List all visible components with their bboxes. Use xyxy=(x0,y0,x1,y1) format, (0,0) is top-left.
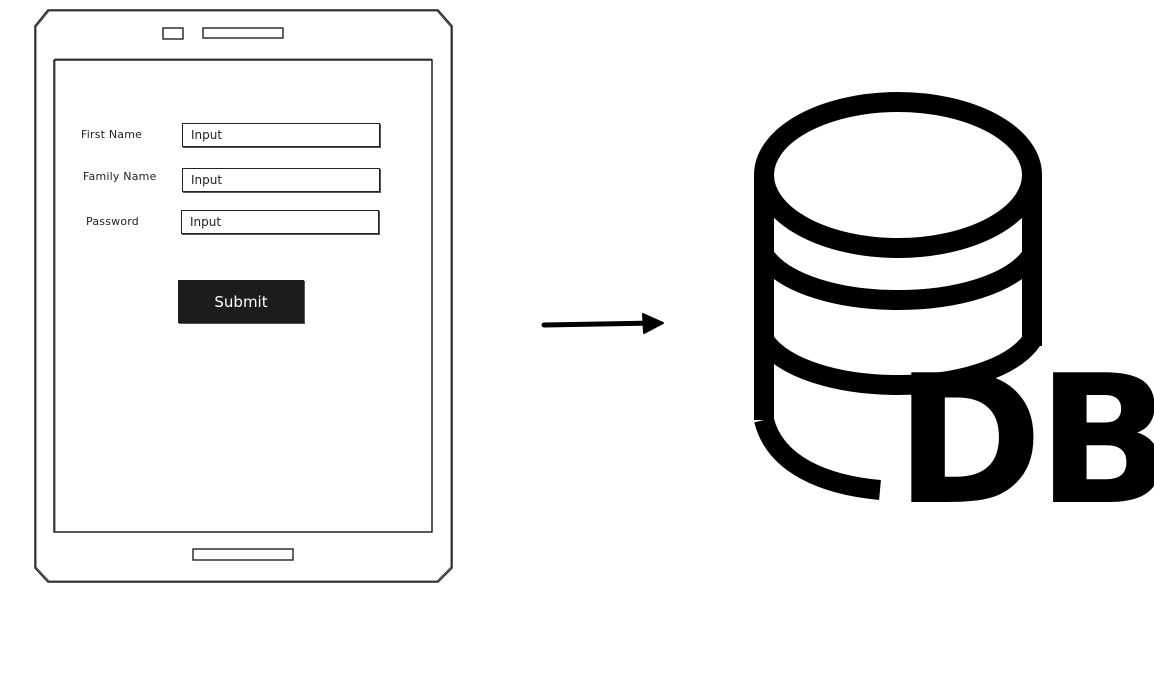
first-name-input[interactable] xyxy=(182,123,380,147)
family-name-label: Family Name xyxy=(83,170,157,183)
camera-icon xyxy=(162,27,184,40)
database-icon xyxy=(754,92,1042,500)
family-name-input[interactable] xyxy=(182,168,380,192)
first-name-label: First Name xyxy=(81,128,143,141)
password-input[interactable] xyxy=(181,210,379,234)
database-label: DB xyxy=(895,337,1154,544)
speaker-icon xyxy=(202,27,284,39)
home-button xyxy=(192,548,294,561)
submit-button[interactable]: Submit xyxy=(178,280,304,323)
password-label: Password xyxy=(86,215,139,228)
arrow-right-icon xyxy=(541,313,664,334)
